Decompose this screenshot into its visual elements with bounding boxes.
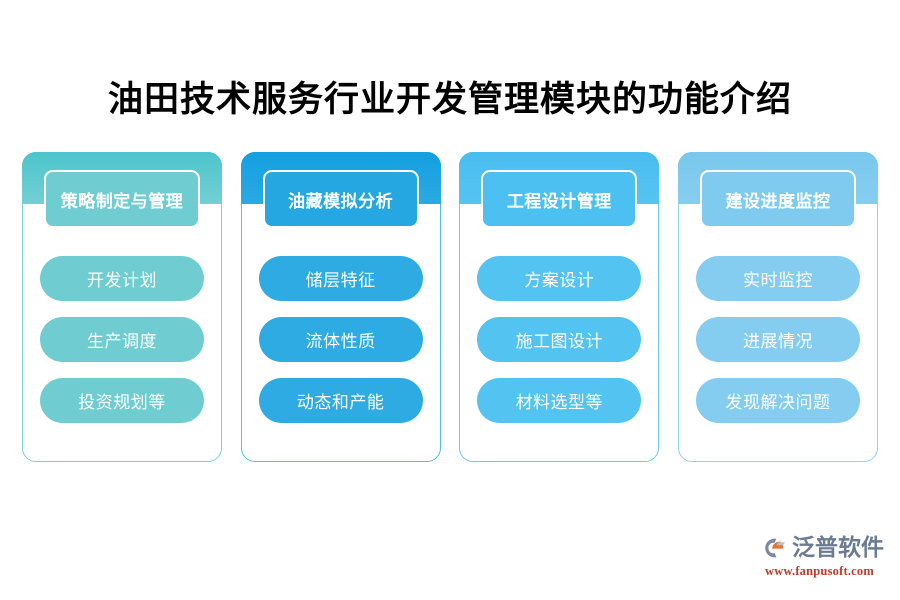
column-header-engineering[interactable]: 工程设计管理 xyxy=(481,170,638,228)
column-header-reservoir[interactable]: 油藏模拟分析 xyxy=(262,170,419,228)
column-item-list: 储层特征 流体性质 动态和产能 xyxy=(258,256,423,423)
brand-url: www.fanpusoft.com xyxy=(765,564,874,578)
brand-name: 泛普软件 xyxy=(792,535,884,560)
column-item-list: 开发计划 生产调度 投资规划等 xyxy=(40,256,204,423)
list-item[interactable]: 流体性质 xyxy=(258,317,423,362)
feature-column-strategy[interactable]: 策略制定与管理 开发计划 生产调度 投资规划等 xyxy=(22,152,222,462)
page-title: 油田技术服务行业开发管理模块的功能介绍 xyxy=(107,80,792,119)
list-item[interactable]: 动态和产能 xyxy=(258,378,423,423)
column-item-list: 实时监控 进展情况 发现解决问题 xyxy=(695,256,860,423)
feature-column-progress[interactable]: 建设进度监控 实时监控 进展情况 发现解决问题 xyxy=(677,152,878,462)
list-item[interactable]: 发现解决问题 xyxy=(695,378,860,423)
column-item-list: 方案设计 施工图设计 材料选型等 xyxy=(477,256,642,423)
list-item[interactable]: 开发计划 xyxy=(40,256,204,301)
list-item[interactable]: 投资规划等 xyxy=(40,378,204,423)
feature-columns: 策略制定与管理 开发计划 生产调度 投资规划等 油藏模拟分析 储层特征 流体性质… xyxy=(22,152,878,462)
list-item[interactable]: 材料选型等 xyxy=(477,378,642,423)
feature-column-engineering[interactable]: 工程设计管理 方案设计 施工图设计 材料选型等 xyxy=(459,152,660,462)
fanpu-logo-icon xyxy=(762,535,788,561)
feature-column-reservoir[interactable]: 油藏模拟分析 储层特征 流体性质 动态和产能 xyxy=(240,152,441,462)
list-item[interactable]: 施工图设计 xyxy=(477,317,642,362)
list-item[interactable]: 储层特征 xyxy=(258,256,423,301)
list-item[interactable]: 实时监控 xyxy=(695,256,860,301)
list-item[interactable]: 生产调度 xyxy=(40,317,204,362)
brand-logo: 泛普软件 www.fanpusoft.com xyxy=(762,533,886,581)
list-item[interactable]: 进展情况 xyxy=(695,317,860,362)
column-header-progress[interactable]: 建设进度监控 xyxy=(699,170,856,228)
list-item[interactable]: 方案设计 xyxy=(477,256,642,301)
column-header-strategy[interactable]: 策略制定与管理 xyxy=(44,170,200,228)
brand-row: 泛普软件 xyxy=(762,533,886,563)
